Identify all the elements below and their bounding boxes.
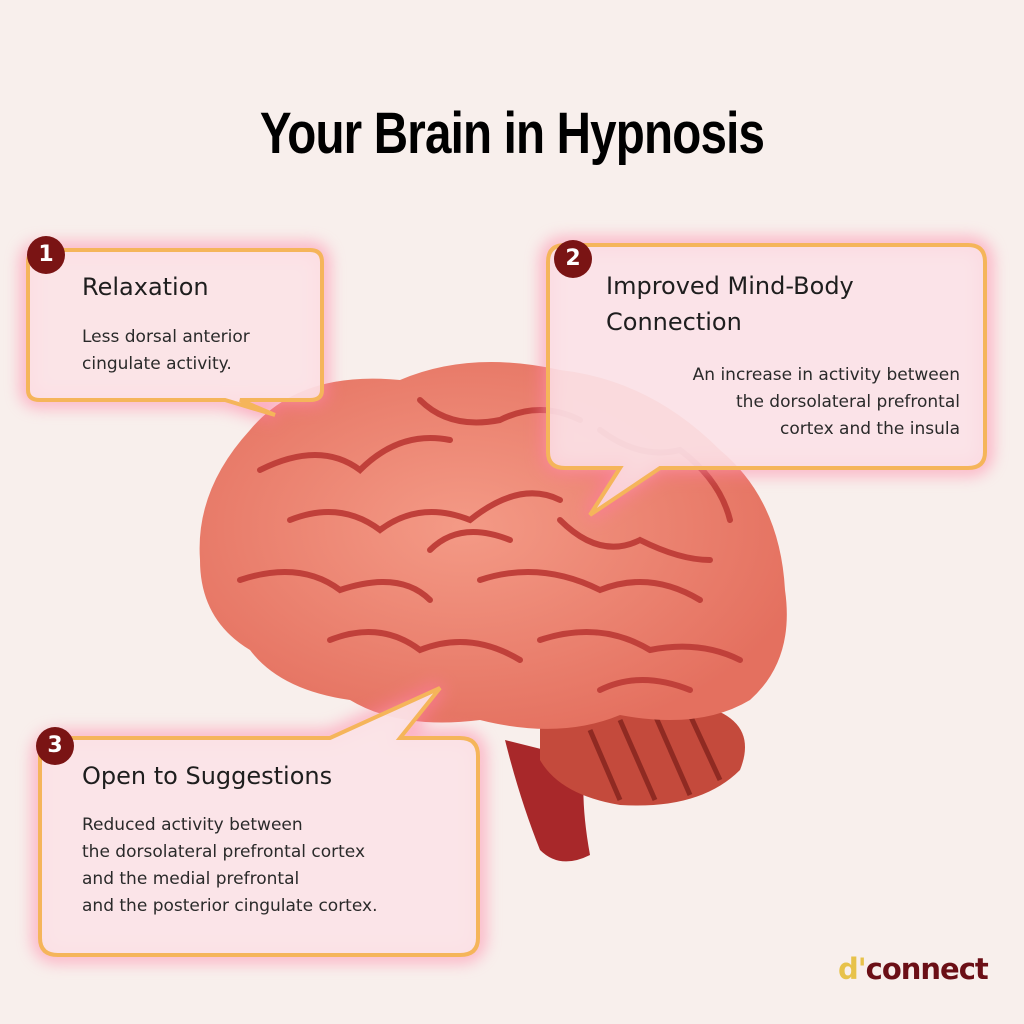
number-badge-1: 1 — [27, 236, 65, 274]
card-1-text: Less dorsal anterior cingulate activity. — [82, 324, 250, 378]
card-2-text: An increase in activity between the dors… — [693, 362, 960, 443]
card-3-text: Reduced activity between the dorsolatera… — [82, 812, 377, 920]
card-3-line: and the medial prefrontal — [82, 869, 300, 889]
callout-2-frame — [541, 238, 992, 521]
card-2-line: the dorsolateral prefrontal — [736, 392, 960, 412]
card-1-line: cingulate activity. — [82, 354, 232, 374]
card-2-line: An increase in activity between — [692, 365, 960, 385]
card-2-heading: Improved Mind-Body Connection — [606, 268, 854, 340]
logo-prefix: d' — [838, 952, 867, 986]
card-2-heading-line: Improved Mind-Body — [606, 272, 854, 300]
logo-text: connect — [865, 952, 989, 986]
brand-logo: d'connect — [838, 952, 989, 986]
callout-1-frame — [21, 243, 329, 422]
card-1-heading: Relaxation — [82, 273, 209, 301]
card-3-line: the dorsolateral prefrontal cortex — [82, 842, 366, 862]
card-3-heading: Open to Suggestions — [82, 762, 333, 790]
number-badge-2: 2 — [554, 240, 592, 278]
callout-3-frame — [33, 681, 485, 962]
card-1-line: Less dorsal anterior — [82, 327, 250, 347]
page-title: Your Brain in Hypnosis — [259, 101, 765, 166]
card-3-line: Reduced activity between — [82, 815, 303, 835]
card-2-line: cortex and the insula — [780, 419, 960, 439]
number-badge-3: 3 — [36, 727, 74, 765]
card-3-line: and the posterior cingulate cortex. — [82, 896, 378, 916]
card-2-heading-line: Connection — [606, 308, 742, 336]
